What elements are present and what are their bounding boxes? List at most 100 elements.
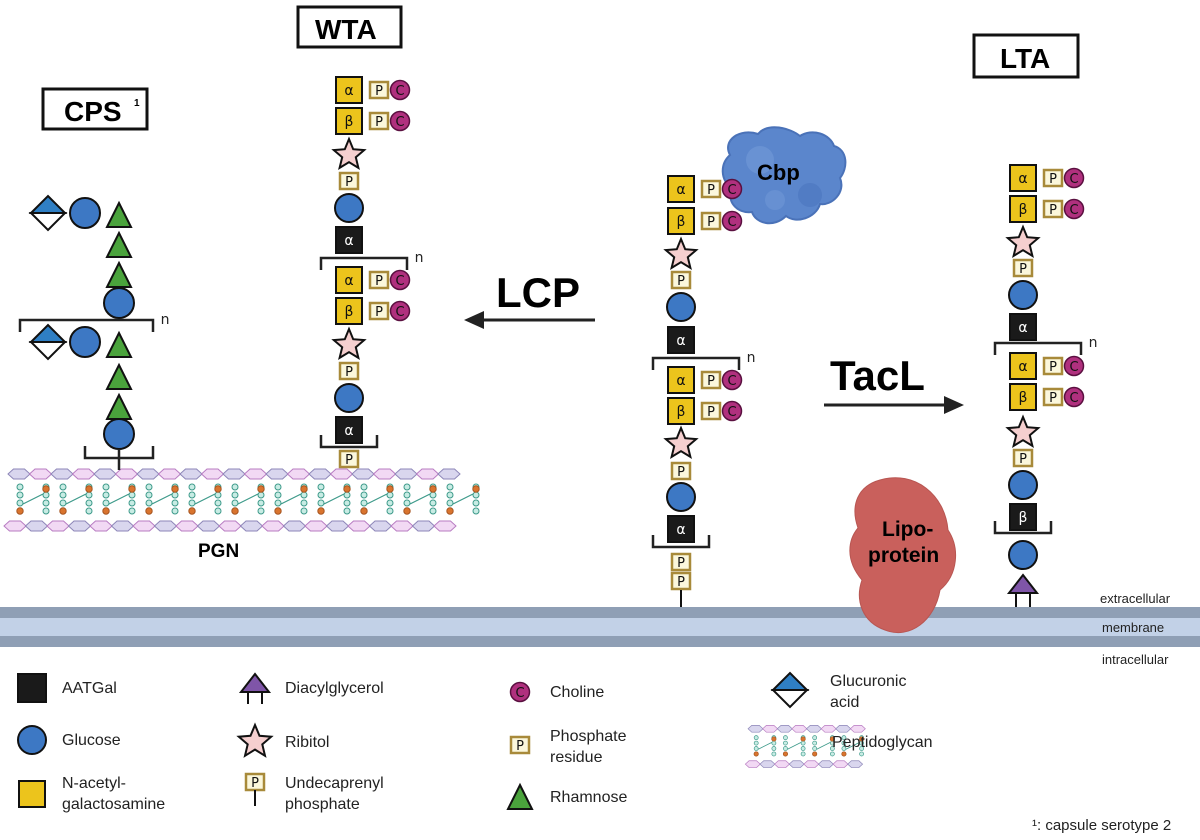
pgn-aa bbox=[257, 499, 265, 507]
pgn-sugar bbox=[372, 468, 397, 480]
pgn-sugar bbox=[196, 520, 221, 532]
pgn-sugar bbox=[157, 468, 182, 480]
undecaprenyl-phosphate-icon: P bbox=[244, 772, 266, 806]
pgn-bridge bbox=[758, 742, 773, 750]
cps-chain: n bbox=[18, 194, 169, 470]
pgn-aa bbox=[231, 499, 239, 507]
legend-label: Glucose bbox=[62, 732, 121, 749]
pgn-aa bbox=[42, 507, 50, 515]
pgn-aa bbox=[128, 499, 136, 507]
pgn-crosslink-node bbox=[317, 507, 325, 515]
pgn-aa bbox=[360, 491, 368, 499]
pgn-aa bbox=[128, 491, 136, 499]
choline-icon: C bbox=[1063, 355, 1085, 377]
rhamnose-triangle-icon bbox=[105, 200, 133, 228]
pgn-aa bbox=[403, 483, 411, 491]
pgn-aa bbox=[446, 491, 454, 499]
legend-label: Rhamnose bbox=[550, 789, 627, 806]
choline-letter: C bbox=[1069, 360, 1078, 375]
pgn-aa bbox=[317, 491, 325, 499]
pgn-crosslink-node bbox=[782, 751, 788, 757]
phosphate-icon: P bbox=[670, 461, 692, 481]
phosphate-letter: P bbox=[707, 215, 715, 230]
pgn-sugar bbox=[747, 725, 764, 733]
pgn-aa bbox=[317, 483, 325, 491]
pgn-bridge bbox=[194, 493, 216, 505]
pgn-crosslink-node bbox=[231, 507, 239, 515]
galnac-beta-icon-label: β bbox=[1019, 390, 1028, 406]
rhamnose-triangle-icon bbox=[105, 330, 133, 358]
repeat-n-label: n bbox=[415, 250, 424, 266]
pgn-sugar bbox=[89, 520, 113, 532]
pgn-sugar bbox=[28, 468, 53, 480]
legend-label: phosphate bbox=[285, 796, 360, 813]
pgn-aa bbox=[214, 507, 222, 515]
pgn-aa bbox=[231, 483, 239, 491]
galnac-alpha-icon: α bbox=[335, 76, 363, 104]
legend-label: Diacylglycerol bbox=[285, 680, 384, 697]
choline-letter: C bbox=[727, 183, 736, 198]
repeat-bracket-open: n bbox=[651, 350, 755, 370]
pgn-sugar bbox=[835, 725, 852, 733]
pgn-sugar bbox=[132, 520, 156, 532]
pgn-sugar bbox=[46, 520, 70, 532]
pgn-sugar bbox=[776, 725, 793, 733]
choline-icon: C bbox=[509, 681, 531, 703]
legend-label: N-acetyl- bbox=[62, 775, 126, 792]
pgn-aa bbox=[85, 507, 93, 515]
pgn-aa bbox=[317, 499, 325, 507]
pgn-aa bbox=[829, 746, 835, 751]
repeat-bracket-open: n bbox=[18, 312, 169, 332]
phosphate-letter: P bbox=[345, 365, 353, 380]
pgn-aa bbox=[386, 507, 394, 515]
phosphate-letter: P bbox=[1049, 391, 1057, 406]
pgn-sugar bbox=[222, 468, 246, 480]
pgn-crosslink-node bbox=[829, 736, 835, 742]
pgn-aa bbox=[214, 491, 222, 499]
membrane-outer-leaflet bbox=[0, 607, 1200, 618]
pgn-aa bbox=[812, 735, 818, 741]
pgn-aa bbox=[214, 499, 222, 507]
pgn-aa bbox=[145, 499, 153, 507]
galnac-beta-icon-label: β bbox=[677, 404, 686, 420]
choline-letter: C bbox=[727, 215, 736, 230]
pgn-aa bbox=[16, 491, 24, 499]
phosphate-letter: P bbox=[375, 274, 383, 289]
choline-icon: C bbox=[389, 79, 411, 101]
pgn-sugar bbox=[71, 468, 96, 480]
choline-icon: C bbox=[1063, 167, 1085, 189]
choline-letter: C bbox=[1069, 203, 1078, 218]
aatgal-alpha-icon: α bbox=[667, 326, 695, 354]
choline-letter: C bbox=[515, 686, 524, 701]
aatgal-alpha-icon: α bbox=[335, 416, 363, 444]
galnac-alpha-icon: α bbox=[667, 175, 695, 203]
pgn-aa bbox=[429, 499, 437, 507]
pgn-sugar bbox=[394, 468, 418, 480]
pgn-aa bbox=[472, 507, 480, 515]
pgn-aa bbox=[343, 491, 351, 499]
galnac-beta-icon: β bbox=[1009, 195, 1037, 223]
diacylglycerol-icon bbox=[238, 672, 272, 704]
pgn-crosslink-node bbox=[859, 736, 865, 742]
pgn-bridge bbox=[22, 493, 44, 505]
pgn-aa bbox=[360, 499, 368, 507]
legend-item: Glucose bbox=[17, 725, 121, 755]
pgn-sugar bbox=[304, 520, 328, 532]
lcp-label: LCP bbox=[496, 269, 580, 316]
pgn-aa bbox=[859, 751, 864, 757]
pgn-aa bbox=[429, 491, 437, 499]
pgn-bridge bbox=[816, 742, 831, 750]
phosphate-residue-icon: P bbox=[509, 735, 531, 755]
choline-icon: C bbox=[389, 269, 411, 291]
galnac-alpha-icon-label: α bbox=[1018, 359, 1027, 375]
pgn-crosslink-node bbox=[360, 507, 368, 515]
galnac-beta-icon-label: β bbox=[1019, 202, 1028, 218]
pgn-sugar bbox=[411, 520, 436, 532]
pgn-sugar bbox=[175, 520, 199, 532]
pgn-bridge bbox=[108, 493, 130, 505]
phosphate-icon: P bbox=[1042, 199, 1064, 219]
pgn-aa bbox=[274, 499, 282, 507]
